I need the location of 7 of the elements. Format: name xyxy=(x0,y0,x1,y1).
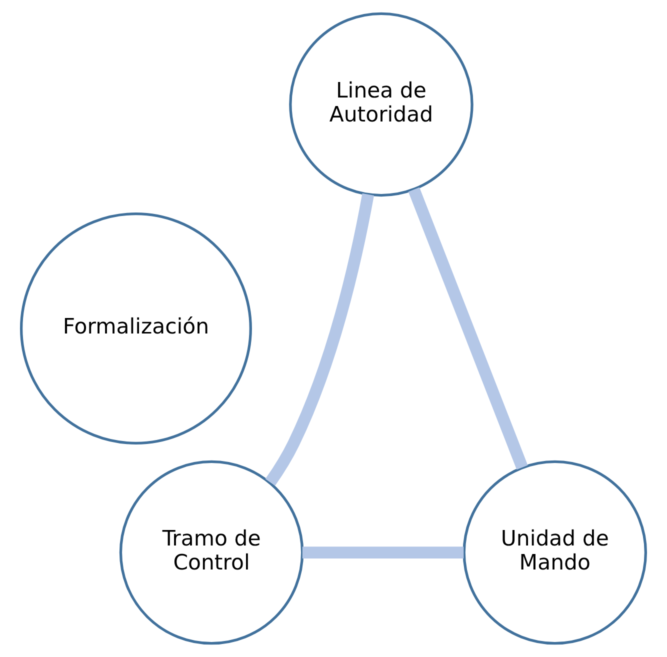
node-circle: Linea de Autoridad xyxy=(289,12,474,197)
node-circle: Tramo de Control xyxy=(119,460,304,645)
connector xyxy=(265,193,374,486)
connector xyxy=(302,546,464,558)
node-circle: Formalización xyxy=(20,212,252,444)
node-circle: Unidad de Mando xyxy=(462,460,648,645)
connector xyxy=(408,187,528,470)
